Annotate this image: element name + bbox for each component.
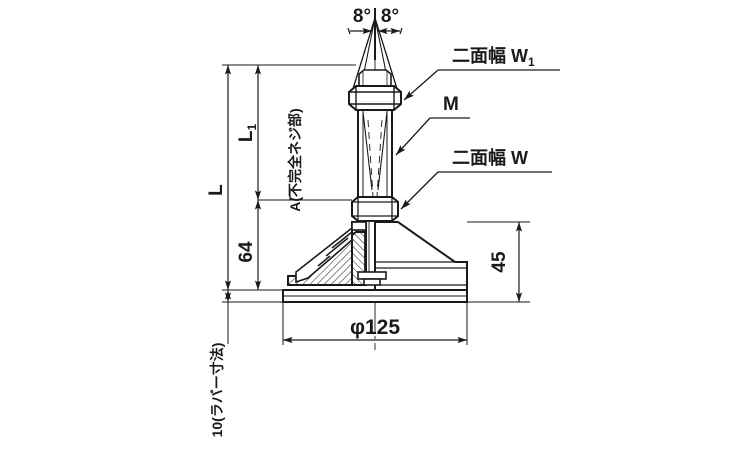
- dimension-diameter-label: φ125: [350, 316, 400, 339]
- svg-text:L1: L1: [236, 124, 259, 143]
- dimension-64-label: 64: [236, 241, 257, 263]
- base-outer-profile-right-lines: [375, 261, 467, 286]
- callout-w1-label: 二面幅 W1: [452, 45, 535, 69]
- rubber-thickness-label: 10(ラバー寸法): [209, 343, 225, 438]
- lower-hex-nut: [351, 196, 399, 222]
- dimension-L1-label-group: L1: [236, 124, 259, 143]
- angle-label-right: 8°: [381, 6, 399, 27]
- callout-leader-m: [395, 117, 470, 156]
- angle-label-left: 8°: [353, 6, 371, 27]
- incomplete-thread-taper: [362, 111, 388, 197]
- upper-hex-nut-facets: [349, 86, 401, 110]
- callout-w-label: 二面幅 W: [452, 147, 528, 168]
- upper-hex-nut: [348, 85, 402, 111]
- angle-dimension-line: [347, 27, 403, 35]
- callout-leader-w: [400, 171, 552, 210]
- base-rib-detail: [317, 231, 353, 267]
- left-extension-lines: [222, 64, 356, 303]
- base-seat-washer: [357, 271, 387, 286]
- dimension-L-label: L: [206, 184, 227, 196]
- threaded-rod: [357, 109, 393, 203]
- rubber-pad: [282, 289, 468, 303]
- callout-leader-w1: [403, 69, 560, 101]
- incomplete-thread-label: A(不完全ネジ部): [287, 108, 303, 211]
- callout-m-label: M: [443, 94, 459, 115]
- dimension-45-label: 45: [489, 251, 510, 273]
- lower-hex-nut-facets: [352, 197, 398, 221]
